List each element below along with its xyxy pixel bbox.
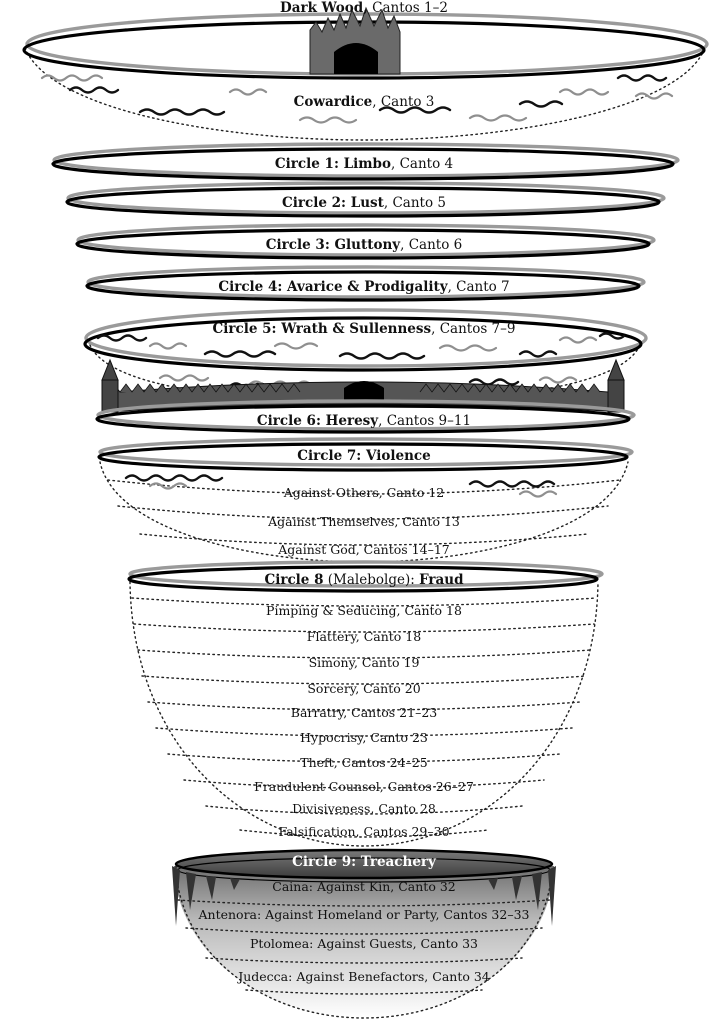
- river-styx-waves: [96, 332, 626, 390]
- circle-8-ring-2: Flattery, Canto 18: [307, 629, 421, 644]
- circle-6-disc: Circle 6: Heresy, Cantos 9–11: [95, 399, 636, 434]
- dark-wood-level: Dark Wood, Cantos 1–2 Cowardice, Canto 3: [22, 0, 709, 141]
- circle-6-label: Circle 6: Heresy, Cantos 9–11: [257, 413, 471, 429]
- circle-8-ring-7: Theft, Cantos 24–25: [300, 755, 427, 770]
- river-acheron-waves: [40, 74, 674, 124]
- circle-8-ring-9: Divisiveness, Canto 28: [292, 801, 436, 816]
- icicles-icon: [172, 866, 556, 926]
- circle-8-ring-4: Sorcery, Canto 20: [307, 681, 420, 696]
- circle-3-label: Circle 3: Gluttony, Canto 6: [266, 237, 462, 253]
- circle-9-ring-4: Judecca: Against Benefactors, Canto 34: [236, 969, 490, 984]
- dark-wood-label: Dark Wood, Cantos 1–2: [280, 0, 448, 16]
- circle-8-ring-8: Fraudulent Counsel, Cantos 26–27: [254, 779, 474, 794]
- circle-2-disc: Circle 2: Lust, Canto 5: [65, 181, 666, 218]
- circle-2-label: Circle 2: Lust, Canto 5: [282, 195, 446, 211]
- city-of-dis-wall: [101, 358, 625, 413]
- circle-1-label: Circle 1: Limbo, Canto 4: [275, 156, 453, 172]
- phlegethon-waves: [124, 474, 558, 498]
- circle-9-level: Circle 9: Treachery Caina: Against Kin, …: [172, 848, 556, 1019]
- circle-8-ring-3: Simony, Canto 19: [309, 655, 420, 670]
- circle-5-level: Circle 5: Wrath & Sullenness, Cantos 7–9: [83, 308, 648, 403]
- circle-7-ring-3: Against God, Cantos 14–17: [277, 542, 450, 557]
- circle-4-label: Circle 4: Avarice & Prodigality, Canto 7: [218, 279, 509, 295]
- circle-9-label: Circle 9: Treachery: [292, 854, 437, 870]
- circle-8-ring-10: Falsification, Cantos 29–30: [278, 824, 449, 839]
- circle-9-ring-1: Caina: Against Kin, Canto 32: [272, 879, 455, 894]
- cowardice-label: Cowardice, Canto 3: [294, 94, 435, 110]
- circle-1-disc: Circle 1: Limbo, Canto 4: [51, 142, 680, 181]
- circle-7-ring-2: Against Themselves, Canto 13: [267, 514, 460, 529]
- circle-8-label: Circle 8 (Malebolge): Fraud: [264, 572, 464, 588]
- circle-8-ring-1: Pimping & Seducing, Canto 18: [266, 603, 462, 618]
- circle-8-ring-5: Barratry, Cantos 21–23: [291, 705, 438, 720]
- circle-8-level: Circle 8 (Malebolge): Fraud Pimping & Se…: [127, 560, 604, 847]
- circle-7-label: Circle 7: Violence: [297, 448, 430, 464]
- circle-8-ring-6: Hypocrisy, Canto 23: [300, 730, 428, 745]
- circle-7-level: Circle 7: Violence Against Others, Canto…: [97, 437, 634, 563]
- gate-of-hell-icon: [309, 6, 401, 75]
- circle-9-ring-2: Antenora: Against Homeland or Party, Can…: [198, 907, 530, 922]
- circle-7-ring-1: Against Others, Canto 12: [283, 485, 445, 500]
- circle-3-disc: Circle 3: Gluttony, Canto 6: [75, 223, 656, 260]
- circle-9-ring-3: Ptolomea: Against Guests, Canto 33: [250, 936, 478, 951]
- circle-4-disc: Circle 4: Avarice & Prodigality, Canto 7: [85, 265, 646, 302]
- circle-5-label: Circle 5: Wrath & Sullenness, Cantos 7–9: [213, 321, 516, 337]
